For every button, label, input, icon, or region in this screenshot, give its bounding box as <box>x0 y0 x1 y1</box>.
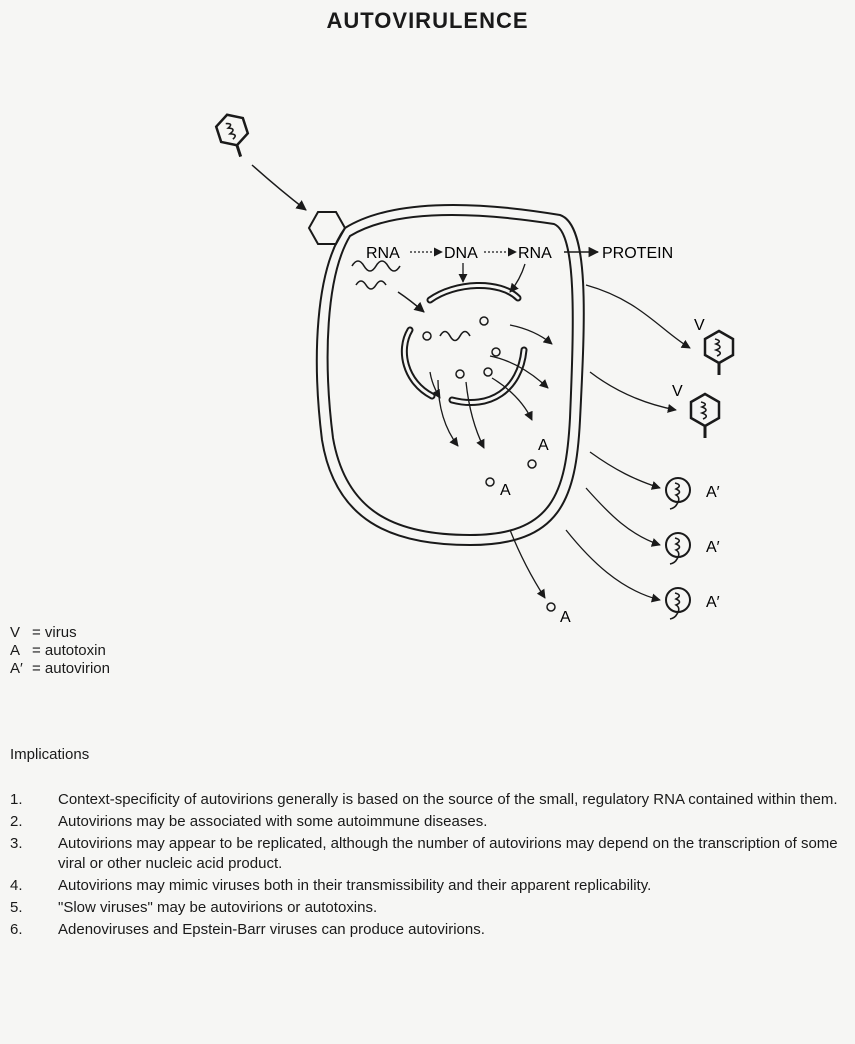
infection-arrow <box>252 165 306 210</box>
item-number: 1. <box>10 790 58 810</box>
item-text: Context-specificity of autovirions gener… <box>58 790 850 810</box>
nuclear-rna-squiggle <box>440 332 470 341</box>
virus-label: V <box>672 383 683 400</box>
autotoxin-label: A <box>560 609 571 626</box>
rna-import-arrow <box>398 292 424 312</box>
autovirion-icon <box>666 533 690 564</box>
list-item: 5. "Slow viruses" may be autovirions or … <box>10 898 850 918</box>
autovirulence-diagram: RNA DNA RNA PROTEIN A A V V A′ A′ A′ A <box>0 0 855 640</box>
viral-rna-squiggle <box>352 261 400 271</box>
autovirion-label: A′ <box>706 539 720 556</box>
item-number: 5. <box>10 898 58 918</box>
incoming-virus-icon <box>214 110 254 160</box>
legend-item-autotoxin: A = autotoxin <box>10 642 110 660</box>
pathway-rna-1: RNA <box>366 245 400 262</box>
autotoxin-label: A <box>500 482 511 499</box>
pathway-dna: DNA <box>444 245 478 262</box>
legend-item-autovirion: A′ = autovirion <box>10 660 110 678</box>
viral-rna-squiggle <box>356 281 386 289</box>
item-text: Adenoviruses and Epstein-Barr viruses ca… <box>58 920 850 940</box>
legend-symbol: A <box>10 642 32 660</box>
item-text: Autovirions may be associated with some … <box>58 812 850 832</box>
autovirion-label: A′ <box>706 594 720 611</box>
item-text: Autovirions may appear to be replicated,… <box>58 834 850 874</box>
autovirion-icon <box>666 588 690 619</box>
item-number: 4. <box>10 876 58 896</box>
item-number: 2. <box>10 812 58 832</box>
list-item: 1. Context-specificity of autovirions ge… <box>10 790 850 810</box>
autotoxin-label: A <box>538 437 549 454</box>
legend-symbol: A′ <box>10 660 32 678</box>
virus-label: V <box>694 317 705 334</box>
virus-icon <box>691 394 719 438</box>
autovirion-icon <box>666 478 690 509</box>
legend-text: = autotoxin <box>32 642 106 660</box>
item-text: "Slow viruses" may be autovirions or aut… <box>58 898 850 918</box>
legend-symbol: V <box>10 624 32 642</box>
pathway-protein: PROTEIN <box>602 245 673 262</box>
autovirion-label: A′ <box>706 484 720 501</box>
item-number: 3. <box>10 834 58 874</box>
pathway-rna-2: RNA <box>518 245 552 262</box>
legend-text: = autovirion <box>32 660 110 678</box>
list-item: 2. Autovirions may be associated with so… <box>10 812 850 832</box>
capsid-on-membrane-icon <box>309 212 345 244</box>
item-text: Autovirions may mimic viruses both in th… <box>58 876 850 896</box>
list-item: 3. Autovirions may appear to be replicat… <box>10 834 850 874</box>
legend-item-virus: V = virus <box>10 624 110 642</box>
implications-heading: Implications <box>10 746 89 763</box>
legend-text: = virus <box>32 624 77 642</box>
item-number: 6. <box>10 920 58 940</box>
list-item: 4. Autovirions may mimic viruses both in… <box>10 876 850 896</box>
cell-membrane-inner <box>328 215 573 535</box>
implications-list: 1. Context-specificity of autovirions ge… <box>10 790 850 942</box>
legend: V = virus A = autotoxin A′ = autovirion <box>10 624 110 678</box>
virus-icon <box>705 331 733 375</box>
list-item: 6. Adenoviruses and Epstein-Barr viruses… <box>10 920 850 940</box>
